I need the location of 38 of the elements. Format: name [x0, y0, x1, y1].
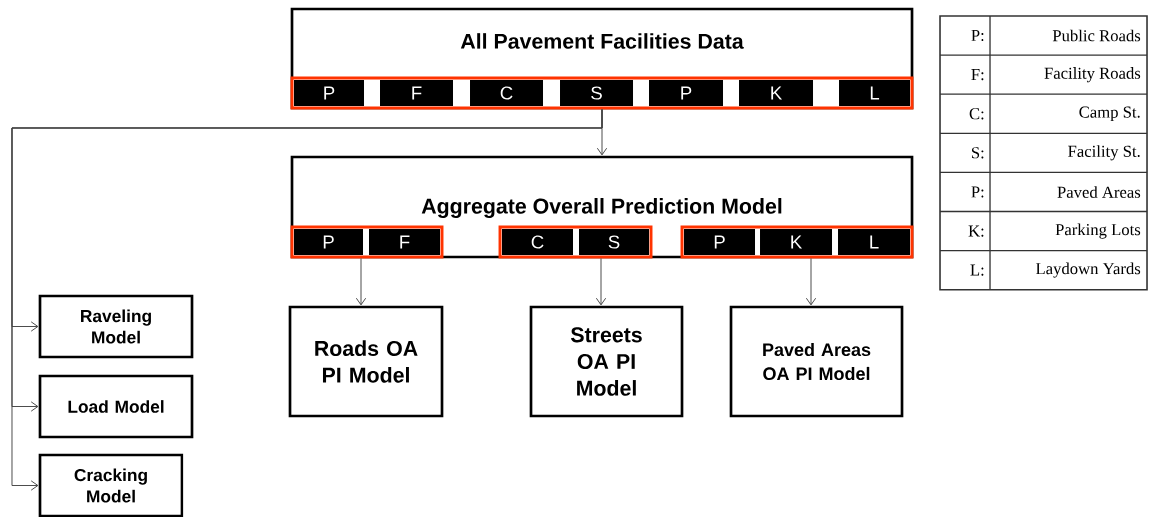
category-cell: P [649, 80, 723, 106]
category-cell: L [839, 80, 910, 106]
category-cell: S [560, 80, 633, 106]
category-cell: C [502, 229, 573, 255]
table-cell: Paved Areas [1057, 186, 1141, 198]
model-box: Paved Areas OA PI Model [729, 305, 904, 418]
table-cell: Facility Roads [1044, 67, 1141, 83]
table-cell: C: [969, 108, 984, 120]
category-cell: C [470, 80, 543, 106]
table-cell: Parking Lots [1055, 223, 1141, 239]
table-cell: Laydown Yards [1036, 262, 1141, 278]
category-cell: K [739, 80, 813, 106]
category-cell: P [294, 80, 364, 106]
table-cell: Facility St. [1068, 145, 1140, 161]
table-cell: Public Roads [1052, 29, 1141, 42]
arrow [595, 258, 607, 306]
category-cell: P [684, 229, 755, 255]
model-box: Raveling Model [38, 294, 194, 359]
model-box: Roads OA PI Model [288, 305, 444, 418]
arrow [11, 109, 603, 491]
category-cell: S [579, 229, 649, 255]
table-cell: L: [970, 264, 984, 276]
model-box: Cracking Model [38, 453, 184, 517]
table-cell: K: [968, 225, 984, 237]
model-box: Streets OA PI Model [529, 305, 684, 418]
table-cell: P: [971, 186, 984, 198]
model-box: Load Model [38, 374, 194, 439]
table-cell: P: [971, 29, 984, 42]
category-cell: K [760, 229, 832, 255]
category-cell: F [380, 80, 453, 106]
table-cell: S: [971, 147, 984, 159]
category-cell: F [369, 229, 440, 255]
category-cell: L [838, 229, 910, 255]
arrow [355, 258, 367, 306]
category-cell: P [294, 229, 363, 255]
arrow [805, 258, 817, 306]
table-cell: F: [971, 69, 984, 81]
table-cell: Camp St. [1079, 106, 1140, 122]
